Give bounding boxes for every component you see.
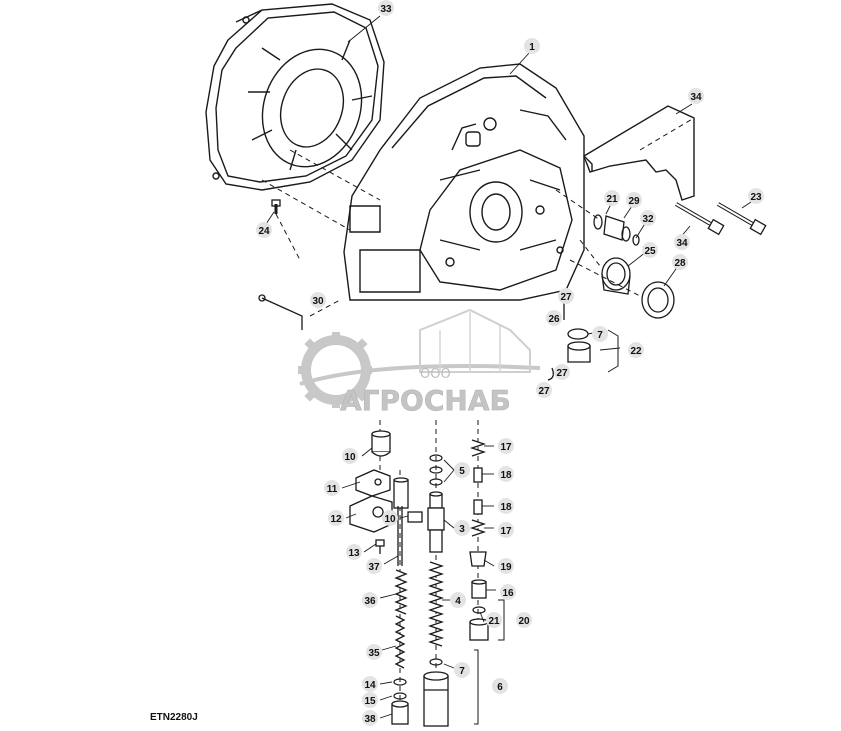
callout-35: 35 <box>366 644 382 660</box>
callout-33-label: 33 <box>380 4 392 15</box>
callout-leaders <box>265 15 755 719</box>
callout-12-label: 12 <box>330 514 342 525</box>
callout-7-bottom-label: 7 <box>459 666 465 677</box>
callout-18-a: 18 <box>498 466 514 482</box>
callout-28: 28 <box>672 254 688 270</box>
callout-19: 19 <box>498 558 514 574</box>
callout-26-label: 26 <box>548 314 560 325</box>
callout-17-a: 17 <box>498 438 514 454</box>
callouts: 33 1 34 21 29 32 23 34 25 28 24 30 27 26… <box>256 0 764 726</box>
callout-36-label: 36 <box>364 596 376 607</box>
callout-4: 4 <box>450 592 466 608</box>
callout-6: 6 <box>492 678 508 694</box>
callout-10-b: 10 <box>382 510 398 526</box>
callout-5: 5 <box>454 462 470 478</box>
callout-27-a: 27 <box>558 288 574 304</box>
callout-26: 26 <box>546 310 562 326</box>
callout-24: 24 <box>256 222 272 238</box>
callout-14-label: 14 <box>364 680 376 691</box>
callout-11-label: 11 <box>327 484 338 495</box>
callout-16-label: 16 <box>502 588 514 599</box>
callout-27-b-label: 27 <box>556 368 568 379</box>
callout-29-label: 29 <box>628 196 640 207</box>
callout-21-bottom-label: 21 <box>488 616 500 627</box>
callout-37-label: 37 <box>368 562 380 573</box>
callout-21-top: 21 <box>604 190 620 206</box>
callout-27-c-label: 27 <box>538 386 550 397</box>
callout-3-label: 3 <box>459 524 465 535</box>
callout-34-top: 34 <box>688 88 704 104</box>
callout-6-label: 6 <box>497 682 503 693</box>
callout-20: 20 <box>516 612 532 628</box>
callout-25-label: 25 <box>644 246 656 257</box>
grouping-brackets <box>474 329 619 725</box>
callout-25: 25 <box>642 242 658 258</box>
callout-21-top-label: 21 <box>606 194 618 205</box>
watermark-prefix: ООО <box>420 367 451 382</box>
middle-valve-stack <box>423 454 449 727</box>
callout-29: 29 <box>626 192 642 208</box>
agrosnab-watermark: ООО АГРОСНАБ <box>298 308 541 417</box>
right-small-parts <box>258 199 767 381</box>
callout-38: 38 <box>362 710 378 726</box>
callout-35-label: 35 <box>368 648 380 659</box>
callout-37: 37 <box>366 558 382 574</box>
callout-23: 23 <box>748 188 764 204</box>
callout-18-b: 18 <box>498 498 514 514</box>
callout-7-top: 7 <box>592 326 608 342</box>
transmission-housing-1 <box>343 63 585 301</box>
callout-15-label: 15 <box>364 696 376 707</box>
callout-10-a: 10 <box>342 448 358 464</box>
callout-1-label: 1 <box>529 42 535 53</box>
callout-34-bolt: 34 <box>674 234 690 250</box>
callout-33: 33 <box>378 0 394 16</box>
callout-36: 36 <box>362 592 378 608</box>
callout-17-a-label: 17 <box>500 442 512 453</box>
callout-27-c: 27 <box>536 382 552 398</box>
cover-plate-33 <box>205 3 385 191</box>
callout-23-label: 23 <box>750 192 762 203</box>
callout-11: 11 <box>324 480 340 496</box>
bracket-34 <box>583 105 695 201</box>
callout-28-label: 28 <box>674 258 686 269</box>
callout-32: 32 <box>640 210 656 226</box>
callout-15: 15 <box>362 692 378 708</box>
callout-7-bottom: 7 <box>454 662 470 678</box>
callout-27-b: 27 <box>554 364 570 380</box>
callout-22-label: 22 <box>630 346 642 357</box>
callout-18-b-label: 18 <box>500 502 512 513</box>
figure-code: ETN2280J <box>150 712 198 723</box>
callout-3: 3 <box>454 520 470 536</box>
callout-13-label: 13 <box>348 548 360 559</box>
callout-5-label: 5 <box>459 466 465 477</box>
callout-32-label: 32 <box>642 214 654 225</box>
callout-27-a-label: 27 <box>560 292 572 303</box>
right-valve-stack <box>469 439 489 641</box>
callout-10-a-label: 10 <box>344 452 356 463</box>
callout-38-label: 38 <box>364 714 376 725</box>
callout-14: 14 <box>362 676 378 692</box>
callout-21-bottom: 21 <box>486 612 502 628</box>
callout-24-label: 24 <box>258 226 270 237</box>
callout-17-b: 17 <box>498 522 514 538</box>
callout-30-label: 30 <box>312 296 324 307</box>
callout-10-b-label: 10 <box>384 514 396 525</box>
left-valve-stack <box>349 430 423 725</box>
callout-18-a-label: 18 <box>500 470 512 481</box>
callout-13: 13 <box>346 544 362 560</box>
callout-30: 30 <box>310 292 326 308</box>
callout-34-top-label: 34 <box>690 92 702 103</box>
callout-12: 12 <box>328 510 344 526</box>
callout-20-label: 20 <box>518 616 530 627</box>
callout-22: 22 <box>628 342 644 358</box>
watermark-company-name: АГРОСНАБ <box>340 384 511 417</box>
callout-34-bolt-label: 34 <box>676 238 688 249</box>
callout-1: 1 <box>524 38 540 54</box>
callout-19-label: 19 <box>500 562 512 573</box>
callout-4-label: 4 <box>455 596 461 607</box>
callout-17-b-label: 17 <box>500 526 512 537</box>
callout-7-top-label: 7 <box>597 330 603 341</box>
callout-16: 16 <box>500 584 516 600</box>
